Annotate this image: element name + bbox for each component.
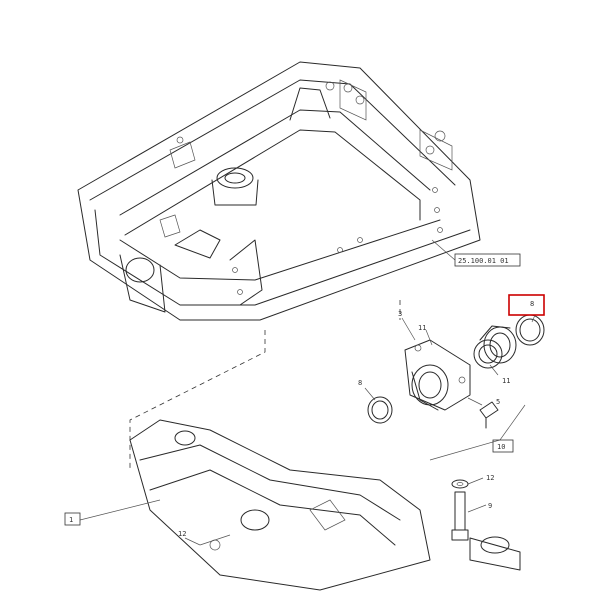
callout-9: 9 [488, 502, 492, 510]
leader-11-top [425, 329, 433, 346]
leader-3 [401, 317, 416, 341]
callout-8-highlight: 8 [530, 300, 534, 308]
leader-8-highlight [531, 314, 536, 323]
callout-1-box: 1 [64, 512, 81, 526]
leader-1 [79, 499, 161, 521]
ref-leader [431, 239, 456, 261]
reference-frame-box: 25.100.01 01 [454, 253, 521, 267]
callout-11-right: 11 [502, 377, 510, 385]
bolt [451, 491, 469, 541]
callout-11-top: 11 [418, 324, 426, 332]
callout-12: 12 [486, 474, 494, 482]
front-support-frame [77, 61, 481, 321]
seal-ring-left [367, 396, 393, 424]
connector-dashed-left [129, 330, 266, 470]
callout-10-box: 10 [492, 439, 514, 453]
highlighted-callout[interactable]: 8 [508, 294, 545, 316]
pivot-bracket [404, 339, 471, 411]
leader-9 [467, 504, 487, 513]
seal-ring-right [515, 314, 545, 346]
front-axle [129, 419, 521, 591]
grease-fitting [479, 401, 499, 429]
leader-8-left [364, 387, 376, 401]
reference-frame-label: 25.100.01 01 [458, 257, 509, 265]
washer [451, 479, 469, 489]
callout-8-left: 8 [358, 379, 362, 387]
bushing-inner [473, 339, 503, 369]
leader-5 [467, 397, 483, 406]
callout-12-bottom: 12 [178, 530, 186, 538]
leader-11-right [489, 364, 499, 376]
callout-5: 5 [496, 398, 500, 406]
callout-3: 3 [398, 310, 402, 318]
callout-1: 1 [69, 516, 73, 524]
callout-10: 10 [497, 443, 505, 451]
leader-12 [467, 477, 484, 485]
leader-12-bottom [184, 537, 201, 546]
